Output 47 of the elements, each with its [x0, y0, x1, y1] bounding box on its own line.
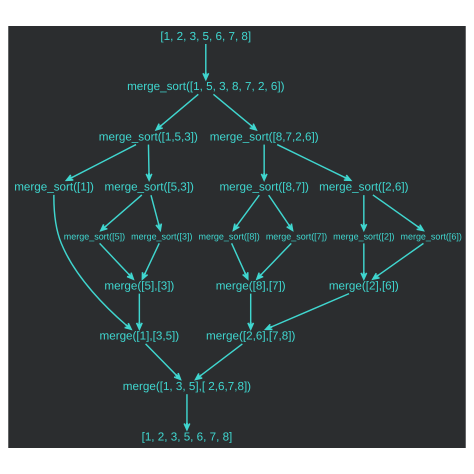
arrow [150, 194, 162, 232]
node-text: merge_sort([5]) [64, 231, 126, 242]
node-text: [1, 2, 3, 5, 6, 7, 8] [142, 430, 232, 444]
arrow [183, 394, 190, 431]
node-text: merge([1],[3,5]) [100, 330, 180, 343]
arrow [136, 294, 143, 330]
arrow [264, 292, 350, 330]
arrow [372, 242, 424, 280]
arrow [145, 144, 153, 181]
node-text: merge_sort([1,5,3]) [98, 130, 198, 144]
node-text: merge([5],[3]) [104, 279, 174, 292]
arrow [202, 44, 210, 80]
arrow [66, 144, 136, 182]
arrow [360, 195, 368, 232]
node-text: merge_sort([1, 5, 3, 8, 7, 2, 6]) [127, 80, 285, 94]
node-text: merge([2],[6]) [328, 279, 399, 292]
node-text: merge([8],[7]) [216, 279, 286, 292]
arrow [194, 343, 243, 380]
arrow [276, 144, 352, 182]
arrow [230, 243, 249, 280]
node-text: merge_sort([6]) [400, 231, 462, 242]
node-text: merge_sort([1]) [14, 180, 94, 194]
arrow [53, 194, 132, 330]
arrow [247, 294, 254, 330]
node-text: merge_sort([7]) [266, 231, 328, 242]
node-text: merge_sort([2,6]) [319, 180, 409, 194]
node-text: merge_sort([3]) [131, 231, 192, 242]
node-text: merge_sort([5,3]) [104, 180, 194, 194]
arrow [256, 242, 292, 280]
node-text: merge_sort([8]) [198, 231, 260, 242]
node-text: merge_sort([2]) [333, 231, 394, 242]
arrow [212, 94, 258, 131]
arrow [360, 243, 368, 280]
arrow [260, 144, 268, 181]
arrow [155, 94, 199, 131]
node-text: merge([2,6],[7,8]) [206, 330, 296, 343]
arrow [232, 194, 260, 232]
node-text: merge_sort([8,7,2,6]) [210, 130, 319, 144]
arrow [372, 194, 424, 232]
arrow [142, 243, 160, 280]
arrow [268, 194, 294, 232]
node-text: merge([1, 3, 5],[ 2,6,7,8]) [122, 380, 252, 393]
arrow [100, 194, 142, 232]
node-text: merge_sort([8,7]) [219, 180, 309, 194]
node-text: [1, 2, 3, 5, 6, 7, 8] [160, 30, 252, 43]
arrow [145, 343, 182, 380]
arrow [99, 242, 134, 280]
